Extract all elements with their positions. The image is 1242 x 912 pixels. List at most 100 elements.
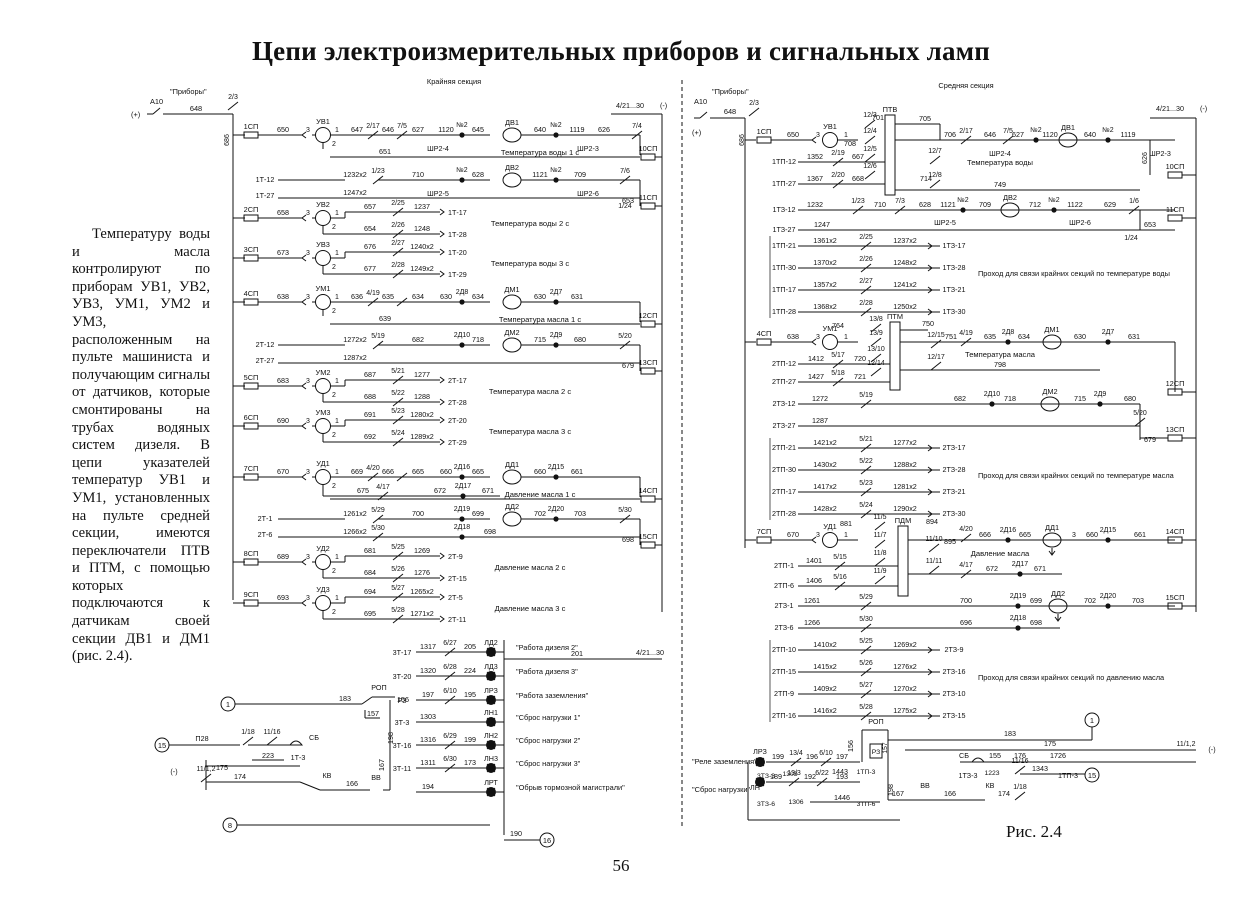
wire-label: 751 xyxy=(945,332,957,341)
wire xyxy=(928,543,940,553)
wire-label: 196 xyxy=(806,752,818,761)
connector-dot xyxy=(553,474,559,480)
wire xyxy=(834,581,846,591)
wire-label: 1 xyxy=(844,532,848,539)
gauge-symbol xyxy=(822,532,838,548)
wire-label: 197 xyxy=(836,752,848,761)
wire-label: 636 xyxy=(351,292,363,301)
wire-label: 1289x2 xyxy=(410,432,434,441)
row-caption: Давление масла 1 с xyxy=(505,490,576,499)
wire xyxy=(301,599,307,607)
lead-label: 2Т-29 xyxy=(448,438,467,447)
fuse-label: 1СП xyxy=(757,127,772,136)
plus-label: (+) xyxy=(692,128,701,137)
wire-label: 650 xyxy=(787,130,799,139)
wire-label: 2Д7 xyxy=(1102,329,1115,336)
lead-label: 1Т-12 xyxy=(256,175,275,184)
contact-label: 2/17 xyxy=(366,123,380,130)
wire xyxy=(486,763,496,773)
contact-label: 4/19 xyxy=(366,290,380,297)
terminal-label: 1 xyxy=(226,700,230,709)
switch-label: ПТВ xyxy=(883,105,898,114)
row-caption: Температура масла 1 с xyxy=(499,315,581,324)
contact-label: 5/22 xyxy=(391,390,405,397)
contact-label: 5/26 xyxy=(391,566,405,573)
wire-label: 155 xyxy=(989,751,1001,760)
wire-label: 710 xyxy=(412,170,424,179)
fuse-symbol xyxy=(1167,214,1183,222)
wire-label: 3 xyxy=(306,595,310,602)
wire-label: 1357x2 xyxy=(813,280,837,289)
row-caption: Температура масла 3 с xyxy=(489,427,571,436)
wire-label: 681 xyxy=(364,546,376,555)
wire xyxy=(301,131,307,139)
lead-label: 2ТЗ-10 xyxy=(942,689,965,698)
gauge-symbol xyxy=(315,378,331,394)
gauge-label: УМ1 xyxy=(823,324,838,333)
wire-label: 1280x2 xyxy=(410,410,434,419)
connector-dot xyxy=(460,493,466,499)
terminal-label: 15 xyxy=(158,741,166,750)
lead-label: 1ТП-3 xyxy=(1058,771,1078,780)
contact-label: 12/4 xyxy=(863,128,877,135)
wire-label: 683 xyxy=(277,376,289,385)
wire-label: 2Д15 xyxy=(1100,527,1117,534)
lead-label: 2ТП-27 xyxy=(772,377,796,386)
contact-label: 11/1,2 xyxy=(197,766,216,773)
lead-label: 1ТЗ-21 xyxy=(942,285,965,294)
wire-label: 3 xyxy=(306,378,310,385)
contact-label: 6/10 xyxy=(819,750,833,757)
relay-coil xyxy=(869,743,883,759)
wire xyxy=(392,551,404,561)
contact-label: 1/18 xyxy=(241,729,255,736)
wire-label: 1290x2 xyxy=(893,504,917,513)
wire-label: 648 xyxy=(190,104,202,113)
wire-label: 631 xyxy=(571,292,583,301)
fuse-symbol xyxy=(243,298,259,306)
wire-label: 1265x2 xyxy=(410,587,434,596)
wire-label: 1303 xyxy=(420,712,436,721)
wire-label: 1428x2 xyxy=(813,504,837,513)
wire-label: 198 xyxy=(886,784,895,796)
breaker-label: А10 xyxy=(694,97,707,106)
lead-label: 1Т-20 xyxy=(448,248,467,257)
wire-label: 660 xyxy=(440,467,452,476)
wire-label: 687 xyxy=(364,370,376,379)
wire xyxy=(301,558,307,566)
wire-label: (-) xyxy=(170,767,177,776)
contact-label: 11/8 xyxy=(873,550,886,557)
connector-dot xyxy=(459,474,465,480)
section-title: Крайняя секция xyxy=(427,77,481,86)
lamp-caption: "Работа дизеля 3" xyxy=(516,667,578,676)
fuse-symbol xyxy=(756,338,772,346)
wire xyxy=(439,574,445,582)
figure-caption: Рис. 2.4 xyxy=(1006,822,1062,841)
wire-label: 1726 xyxy=(1050,751,1066,760)
wire xyxy=(927,510,933,518)
contact-label: 5/19 xyxy=(859,392,873,399)
wire xyxy=(811,536,817,544)
lead-label: 2ТЗ-9 xyxy=(944,645,963,654)
gauge-label: УД1 xyxy=(316,459,329,468)
wire xyxy=(444,647,456,657)
wire xyxy=(392,592,404,602)
lamp-label: ЛРТ xyxy=(484,778,498,787)
connector-dot xyxy=(1105,339,1111,345)
wire xyxy=(960,337,972,347)
wire-label: 668 xyxy=(852,174,864,183)
wire-label: 1269 xyxy=(414,546,430,555)
contact-label: 5/21 xyxy=(859,436,873,443)
wire-label: 676 xyxy=(364,242,376,251)
wire-label: 1288x2 xyxy=(893,460,917,469)
wire-label: 654 xyxy=(364,224,376,233)
wire-label: 1261 xyxy=(804,596,820,605)
wire-label: 2Д19 xyxy=(454,506,471,513)
fuse-symbol xyxy=(1167,171,1183,179)
wire xyxy=(444,671,456,681)
wire-label: 1232 xyxy=(807,200,823,209)
wire xyxy=(619,514,631,524)
wire-label: 166 xyxy=(346,779,358,788)
gauge-label: УД2 xyxy=(316,544,329,553)
wire xyxy=(811,136,817,144)
wire-label: 634 xyxy=(1018,332,1030,341)
